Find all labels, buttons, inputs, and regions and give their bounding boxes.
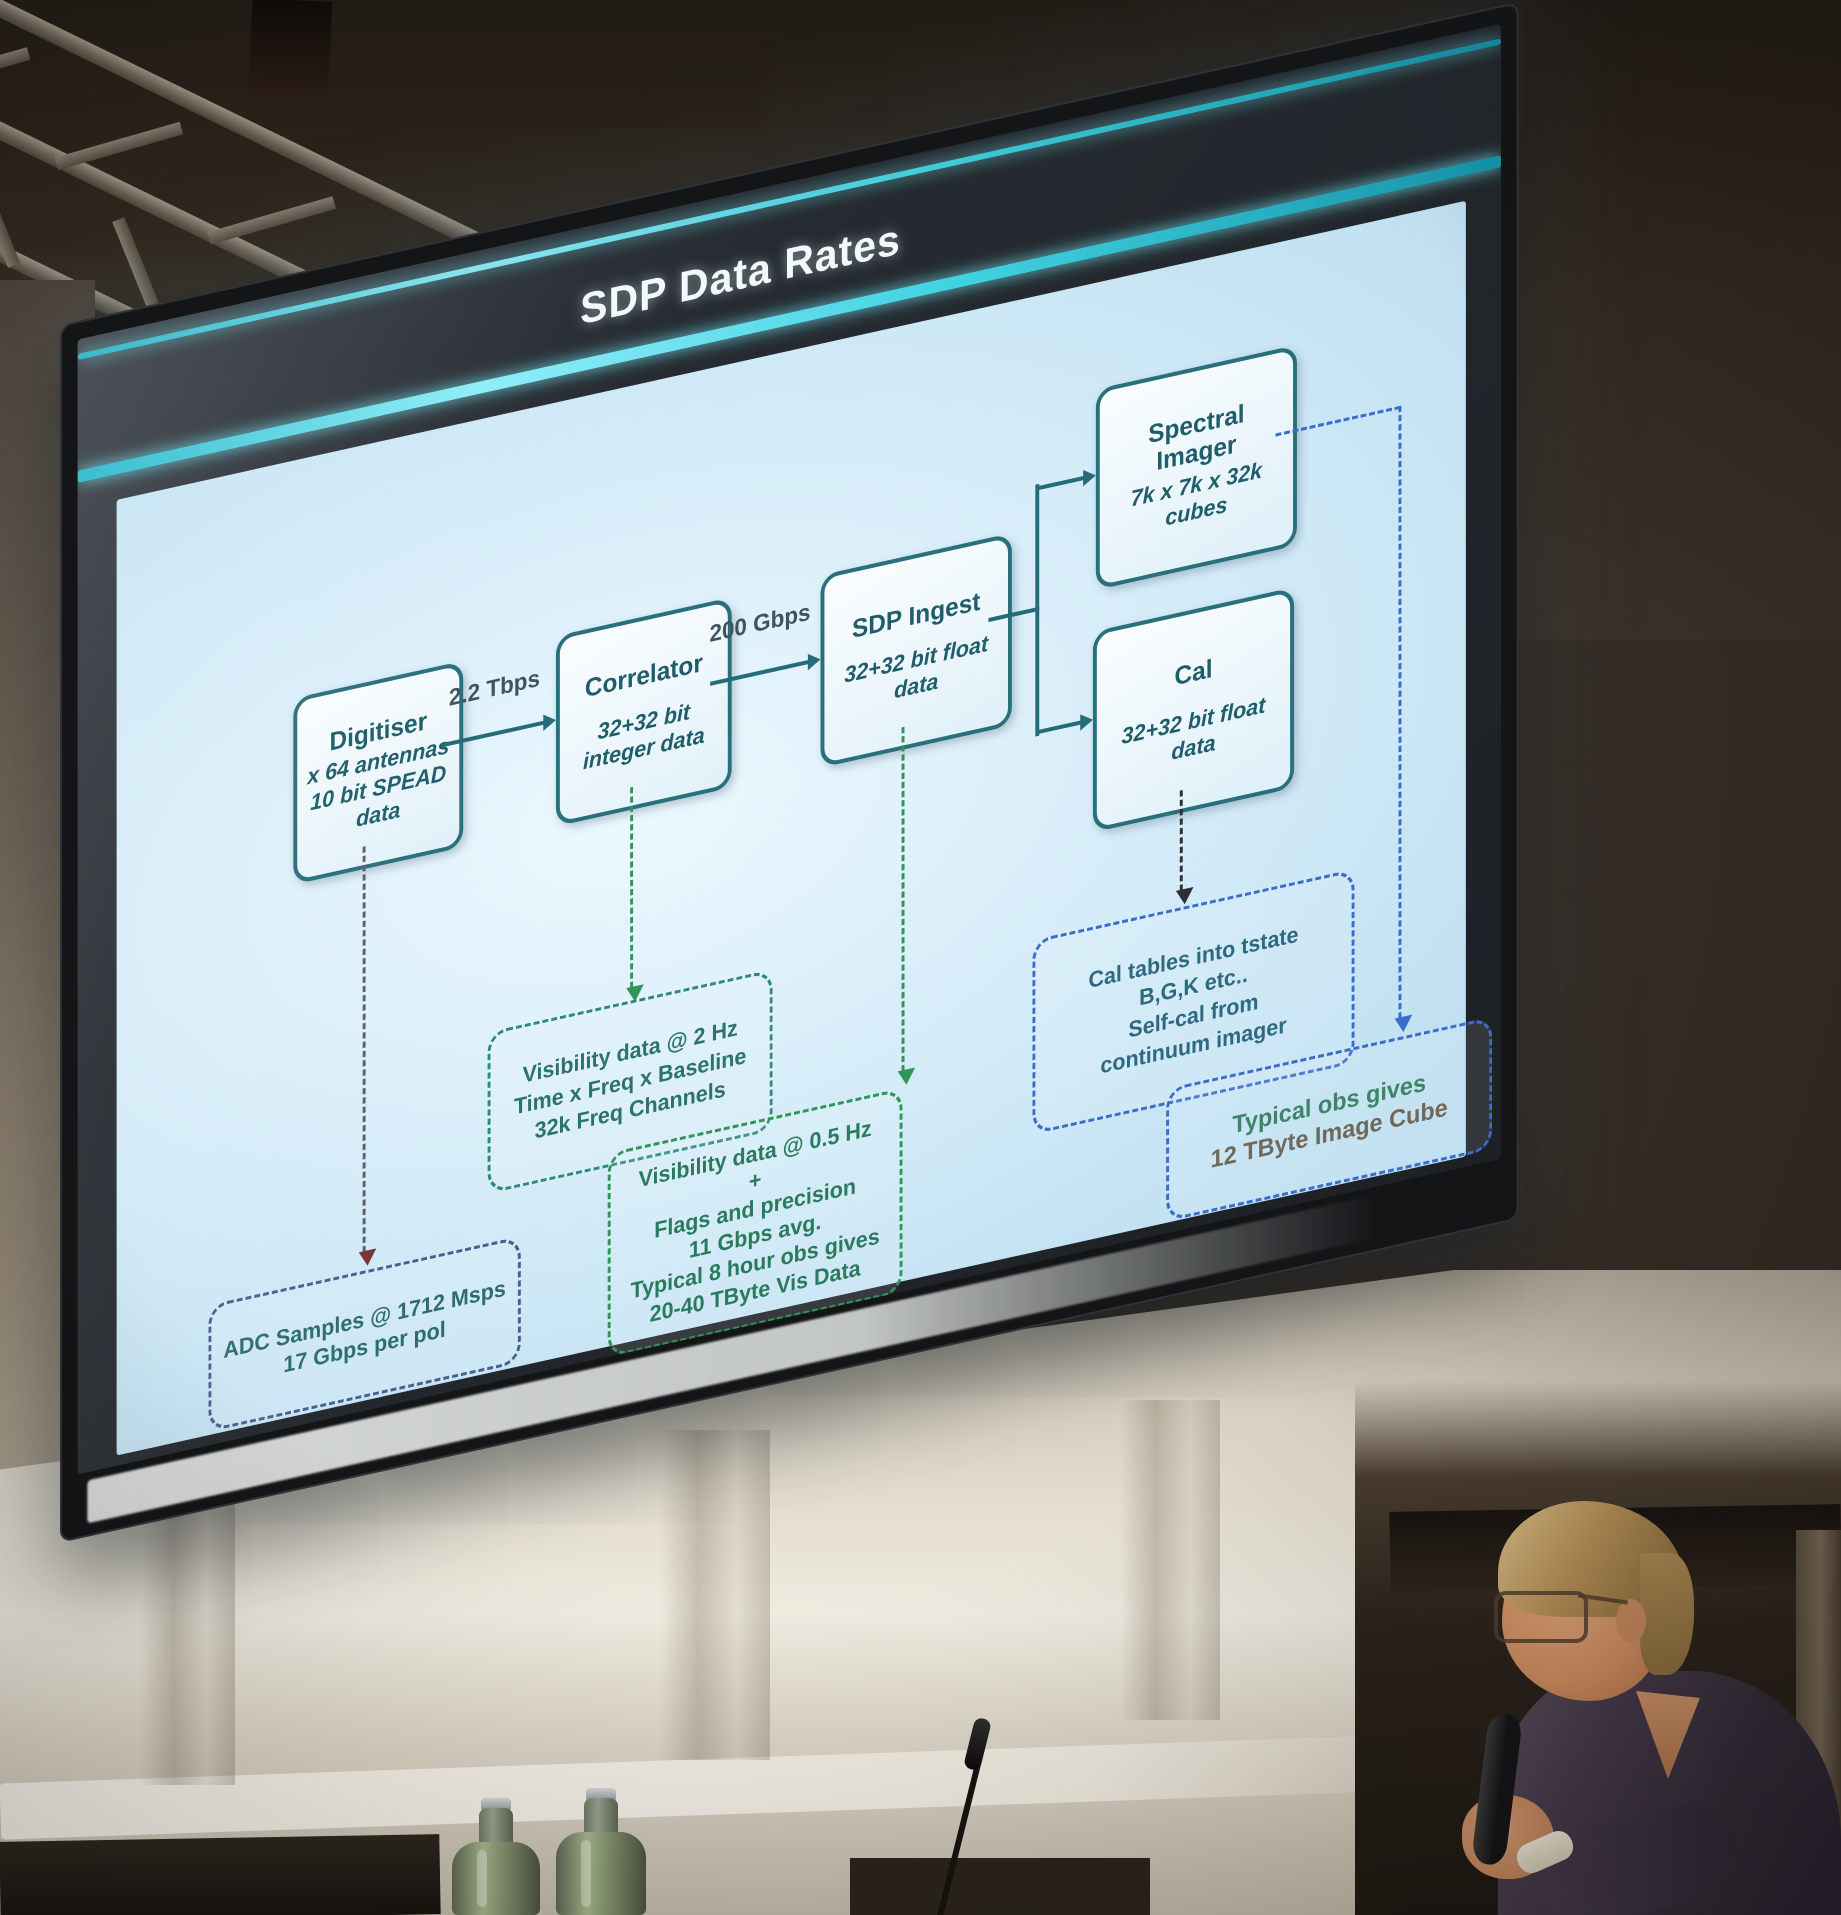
table-edge bbox=[850, 1858, 1150, 1915]
table-edge bbox=[0, 1834, 441, 1915]
arrow-branch-spectral-imager bbox=[1037, 475, 1085, 491]
arrow-branch-cal bbox=[1037, 720, 1082, 735]
microphone-icon bbox=[962, 1716, 993, 1772]
dashed-arrow-spectral-imagecube bbox=[1398, 405, 1402, 1019]
line-branch-vertical bbox=[1035, 483, 1040, 737]
ceiling-beam bbox=[247, 0, 333, 103]
node-cal: Cal 32+32 bit float data bbox=[1092, 587, 1295, 833]
dashed-arrow-digitiser-adc bbox=[362, 846, 366, 1253]
water-bottle bbox=[556, 1788, 646, 1915]
wall-column bbox=[1120, 1400, 1220, 1720]
truss-brace bbox=[0, 142, 21, 269]
truss-brace bbox=[54, 121, 184, 171]
dashed-arrow-ingest-visibility05hz bbox=[901, 726, 905, 1072]
wall-column bbox=[660, 1430, 770, 1760]
node-sdp-ingest: SDP Ingest 32+32 bit float data bbox=[820, 532, 1012, 768]
node-title: Correlator bbox=[584, 648, 703, 704]
speaker-hair bbox=[1640, 1553, 1694, 1675]
dashed-arrow-correlator-visibility2hz bbox=[630, 786, 634, 989]
mic-rod bbox=[936, 1755, 983, 1915]
node-subtext: 32+32 bit integer data bbox=[582, 698, 705, 775]
node-title: Cal bbox=[1174, 654, 1213, 692]
node-spectral-imager: Spectral Imager 7k x 7k x 32k cubes bbox=[1095, 344, 1297, 591]
node-subtext: 32+32 bit float data bbox=[1121, 691, 1266, 765]
node-subtext: 32+32 bit float data bbox=[844, 630, 989, 704]
truss-brace bbox=[0, 47, 31, 96]
speaker-ear bbox=[1616, 1599, 1646, 1643]
bottle-body bbox=[556, 1832, 646, 1915]
microphone-stand bbox=[925, 1716, 1015, 1915]
dashed-arrow-cal-caltables bbox=[1179, 790, 1183, 892]
truss-brace bbox=[207, 196, 337, 245]
note-text: Cal tables into tstate B,G,K etc.. Self-… bbox=[1088, 920, 1299, 1079]
note-line: + bbox=[748, 1166, 762, 1195]
bottle-body bbox=[452, 1842, 540, 1915]
speaker-person bbox=[1440, 1495, 1841, 1915]
water-bottle bbox=[452, 1798, 540, 1915]
speaker-glasses bbox=[1494, 1591, 1588, 1643]
